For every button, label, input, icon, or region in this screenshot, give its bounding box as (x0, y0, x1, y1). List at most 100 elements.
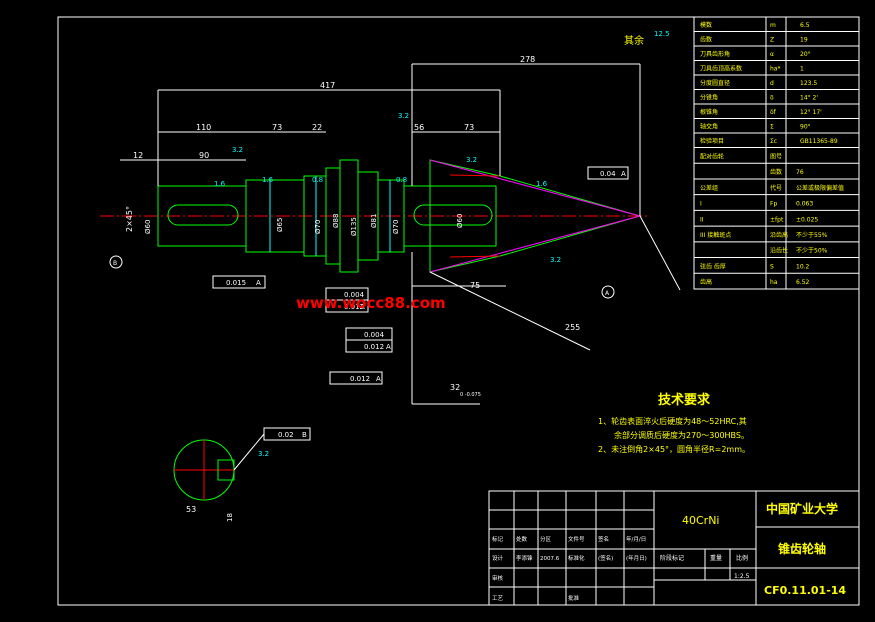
roughness-1-6c: 1.6 (536, 180, 548, 188)
dim-d65: Ø65 (276, 218, 284, 232)
roughness-0-8a: 0.8 (312, 176, 323, 184)
title-block-design-cell: 标准化 (568, 554, 585, 562)
tol-0-012c: 0.012 (350, 375, 370, 383)
title-block-design-cell: (年月日) (626, 554, 647, 562)
title-block-row-label: 分区 (540, 535, 552, 543)
param-extra-symbol: 代号 (770, 184, 782, 192)
svg-text:A: A (386, 343, 391, 351)
dim-d135: Ø135 (350, 217, 358, 236)
roughness-3-2a: 3.2 (232, 146, 243, 154)
param-extra-row: 沿齿长不少于50% (770, 247, 828, 255)
param-extra-value: 公差或极限偏差值 (796, 184, 844, 192)
dim-73a: 73 (272, 123, 282, 132)
tol-0-04: 0.04 (600, 170, 616, 178)
param-extra-symbol: 沿齿高 (770, 231, 788, 239)
param-extra-symbol: S (770, 263, 774, 270)
dim-73b: 73 (464, 123, 474, 132)
param-extra-value: ±0.025 (796, 216, 818, 223)
dim-d60: Ø60 (144, 220, 152, 234)
dim-22: 22 (312, 123, 322, 132)
param-extra-value: 不少于55% (796, 232, 828, 239)
part-name: 锥齿轮轴 (778, 541, 826, 556)
param-extra-name: I (700, 201, 702, 208)
school-name: 中国矿业大学 (766, 501, 838, 516)
param-symbol: ha* (770, 66, 780, 73)
param-extra-name: 齿高 (700, 278, 712, 286)
drawing-frame (57, 16, 860, 606)
roughness-marks: 其余 12.5 3.2 3.2 3.2 1.6 1.6 0.8 0.8 1.6 … (214, 30, 670, 458)
tech-req-line3: 2、未注倒角2×45°，圆角半径R=2mm。 (598, 444, 750, 454)
dim-18: 18 (226, 513, 234, 522)
param-symbol: δ (770, 95, 774, 102)
dim-278: 278 (520, 55, 535, 64)
title-block-row-label: 处数 (516, 535, 528, 543)
param-extra-symbol: 沿齿长 (770, 247, 788, 255)
param-extra-row: 配对齿轮图号 (700, 152, 782, 160)
approve-label: 批准 (568, 594, 580, 602)
roughness-qiyu: 其余 (624, 34, 644, 47)
param-name: 刀具齿形角 (700, 50, 730, 58)
param-extra-name: 配对齿轮 (700, 152, 724, 160)
title-block-design-cell: 设计 (492, 554, 504, 562)
roughness-1-6b: 1.6 (262, 176, 274, 184)
param-extra-symbol: ha (770, 279, 778, 286)
param-name: 分锥角 (700, 94, 718, 102)
param-value: 1 (800, 66, 804, 73)
roughness-3-2d: 3.2 (550, 256, 561, 264)
roughness-12-5: 12.5 (654, 30, 670, 38)
param-value: 20° (800, 51, 811, 58)
dim-32: 32 (450, 383, 460, 392)
dim-d70b: Ø70 (392, 220, 400, 234)
dim-90: 90 (199, 151, 209, 160)
param-extra-value: 76 (796, 169, 804, 176)
process-label: 工艺 (492, 595, 504, 602)
tolerance-frames: 0.04 A 0.015 A 0.004 0.012 A 0.004 0.012… (109, 166, 629, 441)
param-extra-name: III 接触斑点 (700, 231, 731, 239)
tol-0-012b: 0.012 (364, 343, 384, 351)
roughness-3-2b: 3.2 (398, 112, 409, 120)
roughness-1-6a: 1.6 (214, 180, 226, 188)
param-name: 检验项目 (700, 137, 724, 145)
tech-req-line2: 余部分调质后硬度为270～300HBS。 (614, 430, 749, 440)
dim-2x45: 2×45° (125, 206, 134, 232)
dimension-texts: 417 278 110 73 22 56 73 12 90 75 255 32 … (125, 55, 580, 522)
dim-d81: Ø81 (370, 214, 378, 228)
dim-75: 75 (470, 281, 480, 290)
param-value: 123.5 (800, 80, 817, 87)
title-block-row-label: 签名 (598, 535, 609, 543)
technical-requirements: 技术要求 1、轮齿表面淬火后硬度为48～52HRC,其 余部分调质后硬度为270… (598, 392, 750, 454)
roughness-0-8b: 0.8 (396, 176, 407, 184)
tol-0-004a: 0.004 (344, 291, 365, 299)
param-extra-symbol: 齿数 (770, 168, 782, 176)
section-view (173, 433, 265, 501)
param-name: 模数 (700, 21, 712, 29)
param-extra-name: 公差组 (700, 184, 718, 192)
param-value: 19 (800, 37, 808, 44)
title-block-design-cell: 李添锋 (516, 554, 533, 562)
param-row: 齿数 Z 19 (700, 36, 808, 44)
param-symbol: Z (770, 37, 774, 44)
shaft-main-view (100, 159, 650, 273)
param-name: 轴交角 (700, 123, 718, 131)
title-block-row-label: 年/月/日 (626, 535, 646, 543)
scale-label: 比例 (736, 554, 748, 562)
param-extra-symbol: Fp (770, 201, 777, 208)
roughness-3-2c: 3.2 (466, 156, 477, 164)
weight-label: 重量 (710, 554, 722, 562)
tech-req-line1: 1、轮齿表面淬火后硬度为48～52HRC,其 (598, 416, 747, 426)
param-extra-name: II (700, 216, 704, 223)
dim-417: 417 (320, 81, 335, 90)
dimension-lines (120, 63, 681, 405)
tol-0-004b: 0.004 (364, 331, 385, 339)
tech-req-title: 技术要求 (658, 392, 711, 408)
param-symbol: δf (770, 109, 777, 116)
param-name: 齿数 (700, 36, 712, 44)
material: 40CrNi (682, 514, 720, 527)
